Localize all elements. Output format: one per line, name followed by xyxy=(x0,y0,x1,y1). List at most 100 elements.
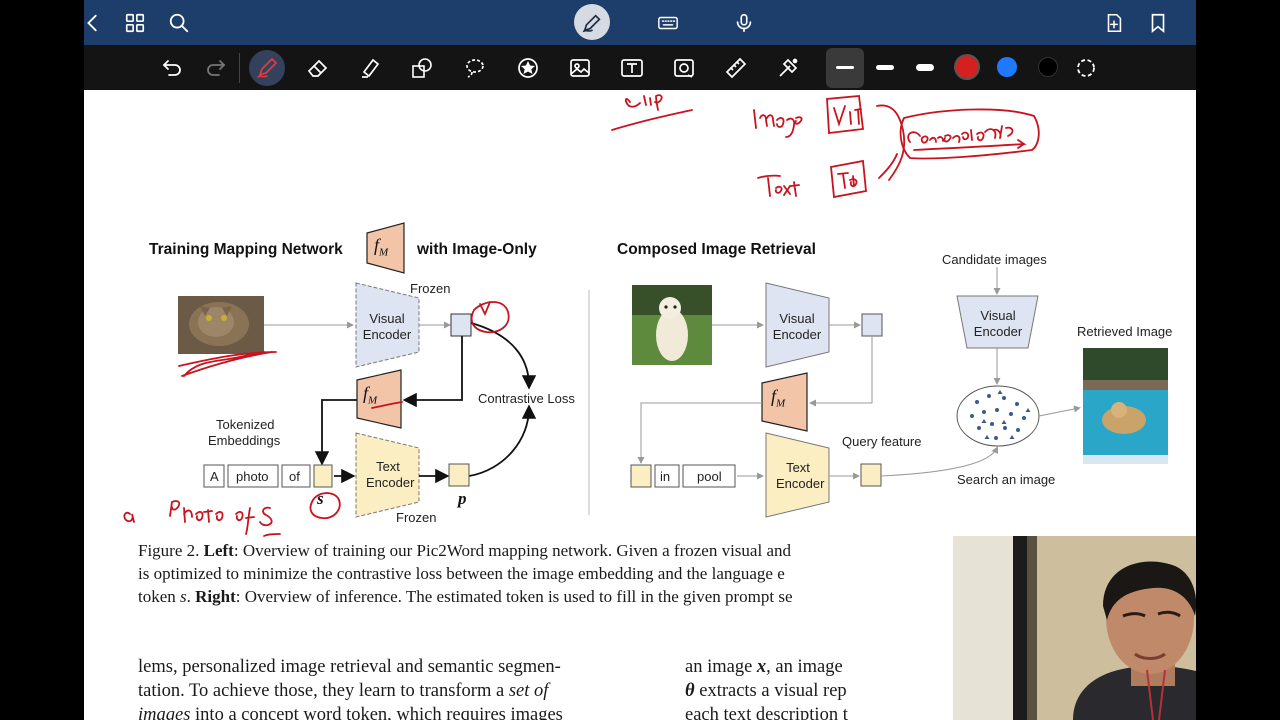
text-box-icon[interactable] xyxy=(616,52,648,84)
s-token-box xyxy=(313,464,333,488)
caption-line-3-rest: : Overview of inference. The estimated t… xyxy=(235,587,793,606)
caption-right-bold: Right xyxy=(195,587,236,606)
caption-line-1: Figure 2. Left: Overview of training our… xyxy=(138,541,791,561)
color-picker-icon[interactable] xyxy=(1070,52,1102,84)
token-in: in xyxy=(660,469,671,484)
color-black-swatch[interactable] xyxy=(1038,57,1058,77)
handwritten-annotations xyxy=(123,94,1040,537)
bookmark-icon[interactable] xyxy=(1143,8,1173,38)
body-col1-line3-italic: images xyxy=(138,705,191,720)
camera-icon[interactable] xyxy=(668,52,700,84)
query-feature-label: Query feature xyxy=(842,434,922,449)
body-col1-line2: tation. To achieve those, they learn to … xyxy=(138,681,548,702)
image-icon[interactable] xyxy=(564,52,596,84)
token-a: A xyxy=(210,469,219,484)
ruler-icon[interactable] xyxy=(720,52,752,84)
right-panel-title: Composed Image Retrieval xyxy=(617,241,816,258)
fm-title-label: fM xyxy=(374,235,388,259)
color-blue-swatch[interactable] xyxy=(997,57,1017,77)
s-label: s xyxy=(317,489,324,508)
pen-mode-button[interactable] xyxy=(574,4,610,40)
fm-subscript: M xyxy=(368,394,378,407)
search-image-label: Search an image xyxy=(957,472,1056,487)
toolbar-divider xyxy=(239,53,240,83)
candidate-visual-encoder xyxy=(956,295,1039,349)
presenter-video xyxy=(953,536,1196,720)
pen-icon[interactable] xyxy=(251,52,283,84)
eraser-icon[interactable] xyxy=(302,52,334,84)
body-col2-x-symbol: x xyxy=(756,657,767,677)
caption-figure-number: Figure 2. xyxy=(138,541,204,560)
laser-icon[interactable] xyxy=(772,52,804,84)
body-col2-line2: θ extracts a visual rep xyxy=(685,681,847,702)
body-col2-line2-text: extracts a visual rep xyxy=(694,681,847,701)
frozen-label-bottom: Frozen xyxy=(396,510,437,525)
left-panel-title-suffix: with Image-Only xyxy=(417,241,537,258)
caption-left-bold: Left xyxy=(203,541,234,560)
body-col1-line3-text: into a concept word token, which require… xyxy=(190,705,563,720)
caption-line-1-text: : Overview of training our Pic2Word mapp… xyxy=(233,541,791,560)
body-col2-line1-rest: , an image xyxy=(766,657,843,677)
shapes-icon[interactable] xyxy=(406,52,438,84)
body-col1-line2-text: tation. To achieve those, they learn to … xyxy=(138,681,509,701)
v-embedding-box xyxy=(450,313,472,337)
caption-line-3-text: token xyxy=(138,587,181,606)
contrastive-loss-label: Contrastive Loss xyxy=(478,391,575,406)
back-icon[interactable] xyxy=(84,8,108,38)
webcam-overlay xyxy=(953,536,1196,720)
keyboard-icon[interactable] xyxy=(653,8,683,38)
fm-subscript: M xyxy=(776,397,786,410)
fm-symbol: f xyxy=(374,235,380,255)
top-navigation-bar xyxy=(84,0,1196,45)
body-col2-line3: each text description t xyxy=(685,705,848,720)
notes-app-screen: Training Mapping Network fM with Image-O… xyxy=(84,0,1196,720)
caption-line-3: token s. Right: Overview of inference. T… xyxy=(138,587,793,607)
add-page-icon[interactable] xyxy=(1099,8,1129,38)
body-col1-line1: lems, personalized image retrieval and s… xyxy=(138,657,561,677)
visual-encoder-right xyxy=(765,282,830,368)
body-col1-line3: images into a concept word token, which … xyxy=(138,705,563,720)
frozen-label-top: Frozen xyxy=(410,281,451,296)
left-panel-title: Training Mapping Network xyxy=(149,241,343,258)
search-icon[interactable] xyxy=(164,8,194,38)
visual-encoder-label: Visual Encoder xyxy=(362,311,412,342)
p-label: p xyxy=(458,489,467,508)
fm-mapping-box xyxy=(356,369,402,429)
fm-right-box xyxy=(761,372,808,432)
token-photo: photo xyxy=(236,469,269,484)
tokenized-label: Tokenized xyxy=(216,417,275,432)
sticker-icon[interactable] xyxy=(512,52,544,84)
caption-s-italic: s xyxy=(180,587,187,606)
stroke-thick-icon[interactable] xyxy=(916,64,934,71)
color-red-swatch[interactable] xyxy=(954,54,980,80)
pdf-page[interactable]: Training Mapping Network fM with Image-O… xyxy=(84,90,1196,720)
fm-mapping-label: fM xyxy=(363,383,377,407)
pen-mode-icon[interactable] xyxy=(577,8,607,38)
body-col2-line1: an image x, an image xyxy=(685,657,843,678)
token-pool: pool xyxy=(697,469,722,484)
retrieved-image-label: Retrieved Image xyxy=(1077,324,1173,339)
highlighter-icon[interactable] xyxy=(354,52,386,84)
text-encoder-label: Text Encoder xyxy=(366,459,415,490)
text-encoder-right xyxy=(765,432,830,518)
stroke-thin-icon[interactable] xyxy=(836,66,854,69)
lasso-icon[interactable] xyxy=(459,52,491,84)
figure-diagram xyxy=(123,94,1168,537)
caption-line-3-period: . xyxy=(186,587,196,606)
candidate-encoder-label: Visual Encoder xyxy=(973,308,1023,339)
undo-icon[interactable] xyxy=(156,52,188,84)
grid-icon[interactable] xyxy=(120,8,150,38)
fm-subscript: M xyxy=(379,246,389,259)
stroke-medium-icon[interactable] xyxy=(876,65,894,70)
body-col2-theta-symbol: θ xyxy=(685,681,695,701)
fm-symbol: f xyxy=(771,386,777,406)
body-col1-line2-italic: set of xyxy=(508,681,549,701)
pen-tool-active-bg xyxy=(249,50,285,86)
fm-right-label: fM xyxy=(771,386,785,410)
microphone-icon[interactable] xyxy=(729,8,759,38)
embeddings-label: Embeddings xyxy=(208,433,281,448)
visual-encoder-left xyxy=(355,282,420,368)
embedding-pool xyxy=(956,385,1040,447)
redo-icon[interactable] xyxy=(200,52,232,84)
